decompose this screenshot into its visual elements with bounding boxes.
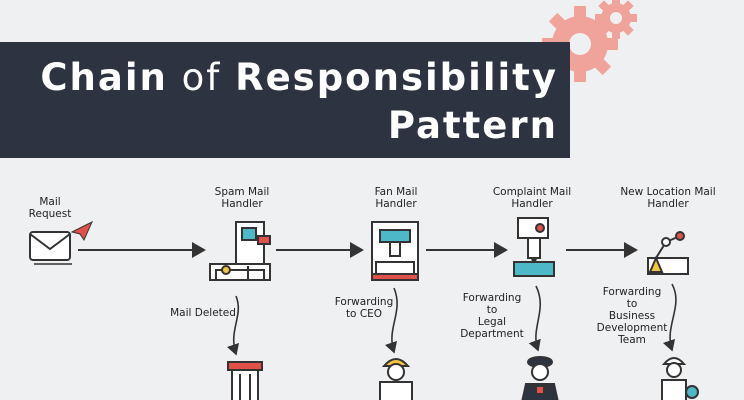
paper-plane-icon <box>70 220 94 242</box>
mail-request-label: Mail Request <box>28 196 72 220</box>
business-team-person-icon <box>661 357 699 400</box>
trash-bin-icon <box>227 361 263 400</box>
new-location-handler-label: New Location Mail Handler <box>620 186 716 210</box>
fan-action-label: Forwarding to CEO <box>334 296 394 320</box>
complaint-handler-drill-icon <box>513 217 555 277</box>
title-banner: Chain of Responsibility Pattern <box>0 42 570 158</box>
fan-handler-label: Fan Mail Handler <box>374 186 418 210</box>
spam-handler-machine-icon <box>209 221 271 281</box>
arrow-newlocation-down <box>662 283 677 352</box>
arrow-complaint-down <box>528 285 541 352</box>
envelope-icon <box>29 231 72 265</box>
title-word-responsibility: Responsibility <box>235 56 558 99</box>
arrow-fan-down <box>384 287 398 354</box>
complaint-handler-label: Complaint Mail Handler <box>492 186 572 210</box>
title-word-chain: Chain <box>40 56 168 99</box>
new-location-robot-arm-icon <box>647 231 689 275</box>
complaint-action-label: Forwarding to Legal Department <box>460 292 524 340</box>
spam-handler-label: Spam Mail Handler <box>214 186 270 210</box>
legal-officer-icon <box>521 356 559 400</box>
arrow-spam-down <box>226 295 240 356</box>
new-location-action-label: Forwarding to Business Development Team <box>596 286 668 346</box>
spam-action-label: Mail Deleted <box>170 307 236 319</box>
title-word-of: of <box>181 56 222 99</box>
page-title-line1: Chain of Responsibility <box>40 56 558 99</box>
ceo-person-icon <box>379 358 413 400</box>
page-title-line2: Pattern <box>387 104 558 147</box>
fan-handler-press-icon <box>371 221 419 281</box>
